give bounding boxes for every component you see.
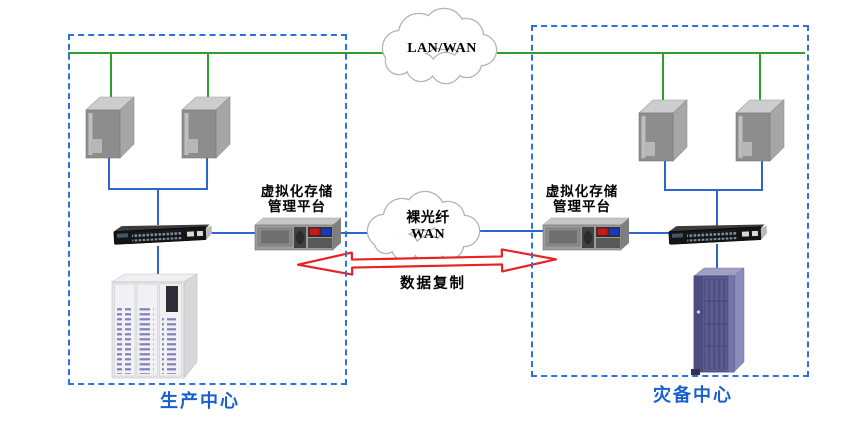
lan-links [68,52,805,101]
platform-label-dr-line1: 虚拟化存储 [545,184,619,199]
platform-label-dr: 虚拟化存储 管理平台 [531,184,633,214]
platform-label-prod-line1: 虚拟化存储 [260,184,334,199]
server-icon-dr-1 [637,97,689,163]
replication-double-arrow-icon [296,248,558,276]
san-links [108,158,763,280]
switch-icon-dr [665,219,769,249]
disk-array-icon-prod [110,272,202,382]
lan-wan-cloud-icon [381,7,498,85]
server-icon-prod-2 [180,94,232,160]
storage-gateway-icon-prod [252,217,342,253]
production-site-boundary [68,34,347,385]
fiber-wan-cloud-label: 裸光纤 WAN [388,211,468,243]
storage-cabinet-icon-dr [688,266,748,378]
server-icon-dr-2 [734,97,786,163]
platform-label-dr-line2: 管理平台 [553,199,611,214]
platform-label-prod-line2: 管理平台 [268,199,326,214]
switch-icon-prod [110,219,214,249]
replication-label: 数据复制 [400,276,466,292]
server-icon-prod-1 [84,94,136,160]
dr-site-boundary [531,25,809,377]
storage-gateway-icon-dr [540,217,630,253]
fiber-label-line2: WAN [410,227,446,242]
site-label-disaster-recovery: 灾备中心 [653,385,733,405]
fiber-label-line1: 裸光纤 [406,211,450,226]
platform-label-prod: 虚拟化存储 管理平台 [246,184,348,214]
site-label-production: 生产中心 [160,391,240,411]
lan-wan-cloud-label: LAN/WAN [407,41,477,56]
